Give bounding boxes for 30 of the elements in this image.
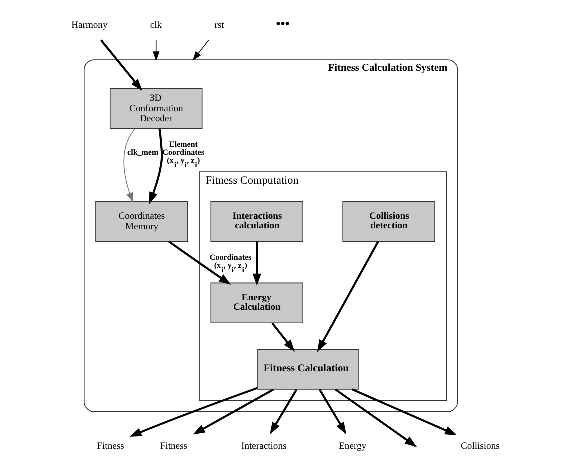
arrow bbox=[152, 40, 160, 62]
node-box: 3D Conformation Decoder bbox=[109, 88, 202, 130]
node-text: Energy bbox=[338, 440, 366, 452]
arrow bbox=[100, 40, 142, 92]
node-text: Interactions bbox=[241, 440, 286, 452]
arrow bbox=[192, 388, 274, 435]
node-box: Collisions detection bbox=[342, 201, 435, 242]
node-text: Fitness bbox=[96, 440, 124, 452]
edge-label: clk_mem bbox=[127, 148, 158, 157]
node-text: Collisions bbox=[460, 440, 500, 452]
arrow bbox=[316, 241, 379, 352]
node-box: Fitness Calculation bbox=[256, 349, 359, 390]
arrow bbox=[148, 128, 163, 205]
arrow bbox=[129, 387, 258, 438]
arrow bbox=[123, 128, 135, 203]
node-text: Harmony bbox=[71, 20, 108, 32]
node-text: Fitness bbox=[160, 440, 188, 452]
label: ••• bbox=[276, 16, 290, 31]
arrow bbox=[168, 240, 231, 285]
arrow bbox=[318, 389, 346, 435]
node-box: Interactions calculation bbox=[210, 201, 303, 242]
node-box: Energy Calculation bbox=[210, 282, 303, 324]
arrow bbox=[192, 40, 209, 62]
node-text: clk bbox=[150, 20, 162, 32]
arrow bbox=[270, 389, 298, 435]
node-box: Coordinates Memory bbox=[95, 201, 188, 242]
arrow bbox=[351, 388, 457, 436]
arrow bbox=[271, 322, 295, 352]
arrow bbox=[252, 242, 261, 286]
node-text: rst bbox=[214, 20, 224, 32]
